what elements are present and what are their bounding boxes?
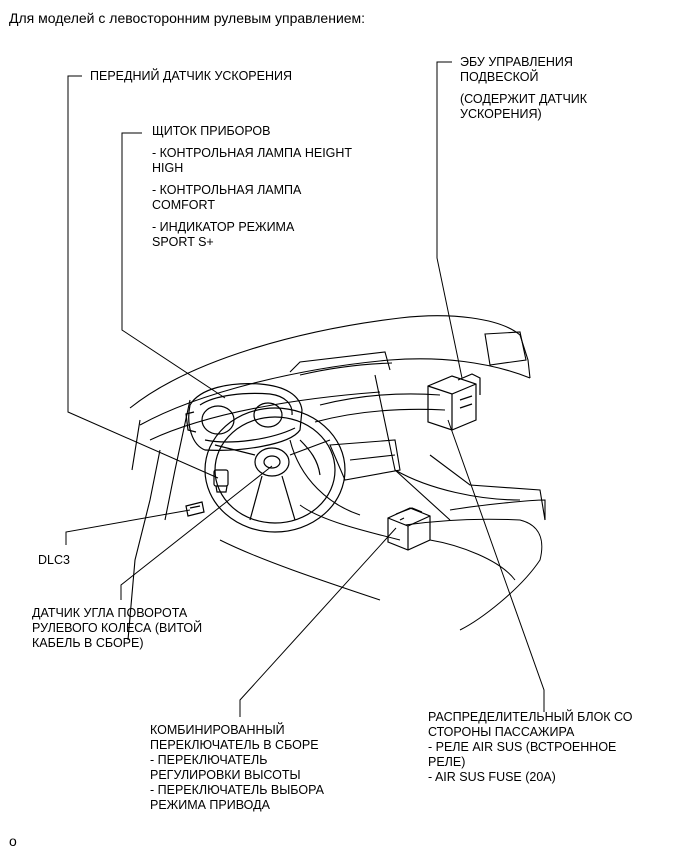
label-dlc3: DLC3 [38,553,70,568]
label-suspension-ecu: ЭБУ УПРАВЛЕНИЯ ПОДВЕСКОЙ (СОДЕРЖИТ ДАТЧИ… [460,55,587,122]
label-combination-switch: КОМБИНИРОВАННЫЙ ПЕРЕКЛЮЧАТЕЛЬ В СБОРЕ - … [150,723,324,813]
front-acceleration-sensor-part [213,469,229,493]
label-line: ПОДВЕСКОЙ [460,70,539,84]
suspension-ecu-part [427,373,481,431]
label-line: УСКОРЕНИЯ) [460,107,542,121]
label-line: - РЕЛЕ AIR SUS (ВСТРОЕННОЕ [428,740,617,754]
label-line: РЕЖИМА ПРИВОДА [150,798,270,812]
label-junction-block: РАСПРЕДЕЛИТЕЛЬНЫЙ БЛОК СО СТОРОНЫ ПАССАЖ… [428,710,633,785]
label-line: - AIR SUS FUSE (20A) [428,770,556,784]
label-steering-angle-sensor: ДАТЧИК УГЛА ПОВОРОТА РУЛЕВОГО КОЛЕСА (ВИ… [32,606,202,651]
label-front-acceleration-sensor: ПЕРЕДНИЙ ДАТЧИК УСКОРЕНИЯ [90,69,292,84]
label-line: РУЛЕВОГО КОЛЕСА (ВИТОЙ [32,621,203,635]
junction-block-part [387,507,431,551]
label-line: КАБЕЛЬ В СБОРЕ) [32,636,144,650]
label-line: HIGH [152,161,184,175]
leader-lines [65,61,545,717]
label-line: - КОНТРОЛЬНАЯ ЛАМПА HEIGHT [152,146,353,160]
label-line: ЩИТОК ПРИБОРОВ [152,124,271,138]
label-line: COMFORT [152,198,215,212]
label-line: РАСПРЕДЕЛИТЕЛЬНЫЙ БЛОК СО [428,710,633,724]
footer-mark: o [9,833,17,849]
dashboard-outline [127,315,546,641]
label-line: DLC3 [38,553,70,567]
label-line: - КОНТРОЛЬНАЯ ЛАМПА [152,183,302,197]
page-title: Для моделей с левосторонним рулевым упра… [9,10,366,26]
label-line: SPORT S+ [152,235,214,249]
label-line: (СОДЕРЖИТ ДАТЧИК [460,92,588,106]
label-line: ЭБУ УПРАВЛЕНИЯ [460,55,573,69]
label-line: ДАТЧИК УГЛА ПОВОРОТА [32,606,188,620]
label-line: РЕЛЕ) [428,755,466,769]
label-line: СТОРОНЫ ПАССАЖИРА [428,725,575,739]
label-line: КОМБИНИРОВАННЫЙ [150,723,285,737]
label-line: РЕГУЛИРОВКИ ВЫСОТЫ [150,768,301,782]
label-line: - ПЕРЕКЛЮЧАТЕЛЬ ВЫБОРА [150,783,324,797]
label-line: - ИНДИКАТОР РЕЖИМА [152,220,295,234]
instrument-cluster [185,383,303,451]
label-line: ПЕРЕКЛЮЧАТЕЛЬ В СБОРЕ [150,738,319,752]
console-outline [219,504,543,631]
dlc3-connector-part [185,501,205,517]
label-line: ПЕРЕДНИЙ ДАТЧИК УСКОРЕНИЯ [90,69,293,83]
steering-wheel [204,407,346,533]
label-combination-meter: ЩИТОК ПРИБОРОВ - КОНТРОЛЬНАЯ ЛАМПА HEIGH… [152,124,352,250]
label-line: - ПЕРЕКЛЮЧАТЕЛЬ [150,753,268,767]
